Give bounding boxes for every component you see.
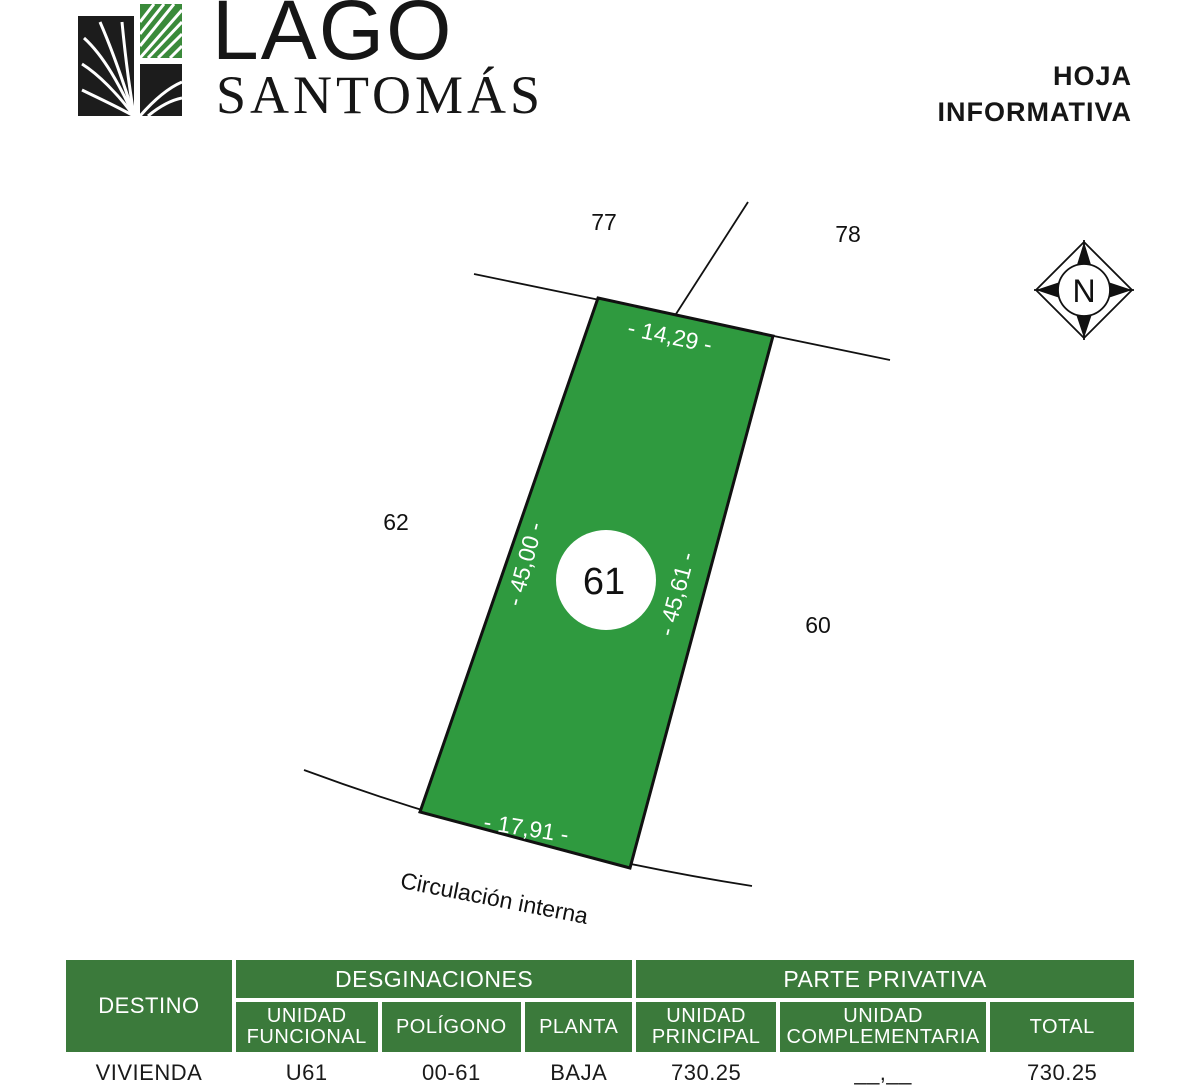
lot-plan: - 14,29 - - 45,00 - - 45,61 - - 17,91 - … bbox=[303, 201, 1134, 929]
header-unidad-funcional: UNIDAD FUNCIONAL bbox=[235, 1002, 378, 1052]
cell-planta: BAJA bbox=[550, 1060, 608, 1085]
header-destino: DESTINO bbox=[66, 960, 232, 1052]
header-unidad-complementaria: UNIDAD COMPLEMENTARIA bbox=[779, 1002, 987, 1052]
document-title-line2: INFORMATIVA bbox=[937, 97, 1132, 127]
header-parte-privativa: PARTE PRIVATIVA bbox=[636, 960, 1134, 998]
north-compass-icon: N bbox=[1034, 240, 1134, 340]
neighbor-divider-line bbox=[675, 201, 749, 315]
header-unidad-principal-l2: PRINCIPAL bbox=[651, 1026, 761, 1048]
brand-logo-icon bbox=[78, 4, 182, 116]
table-row: VIVIENDA U61 00-61 BAJA 730.25 __,__ 730… bbox=[66, 1056, 1134, 1088]
brand-name-santomas: SANTOMÁS bbox=[216, 65, 545, 125]
cell-unidad-principal: 730.25 bbox=[670, 1060, 742, 1085]
cell-poligono: 00-61 bbox=[421, 1060, 481, 1085]
lot-info-table: DESTINO DESGINACIONES PARTE PRIVATIVA UN… bbox=[66, 956, 1134, 1092]
lot-number: 61 bbox=[583, 561, 625, 603]
neighbor-lot-78: 78 bbox=[835, 221, 861, 247]
neighbor-lot-62: 62 bbox=[383, 509, 409, 535]
document-title: HOJA INFORMATIVA bbox=[938, 58, 1132, 130]
cell-unidad-funcional: U61 bbox=[285, 1060, 328, 1085]
neighbor-lot-60: 60 bbox=[805, 612, 831, 638]
header-designaciones: DESGINACIONES bbox=[235, 960, 633, 998]
header-poligono: POLÍGONO bbox=[381, 1002, 522, 1052]
header-unidad-principal: UNIDAD PRINCIPAL bbox=[636, 1002, 776, 1052]
cell-destino: VIVIENDA bbox=[95, 1060, 203, 1085]
header-unidad-funcional-l2: FUNCIONAL bbox=[246, 1026, 367, 1048]
document-title-line1: HOJA bbox=[1052, 61, 1132, 91]
header-unidad-complementaria-l2: COMPLEMENTARIA bbox=[786, 1026, 980, 1048]
header-total: TOTAL bbox=[990, 1002, 1134, 1052]
compass-north-label: N bbox=[1072, 273, 1095, 309]
cell-unidad-complementaria: __,__ bbox=[854, 1060, 912, 1085]
header-unidad-funcional-l1: UNIDAD bbox=[266, 1005, 347, 1027]
brand-name-lago: LAGO bbox=[212, 0, 454, 77]
neighbor-lot-77: 77 bbox=[591, 209, 617, 235]
lot-number-badge bbox=[556, 530, 656, 630]
cell-total: 730.25 bbox=[1027, 1060, 1098, 1085]
header-planta: PLANTA bbox=[525, 1002, 633, 1052]
road-label: Circulación interna bbox=[398, 867, 590, 929]
header-unidad-principal-l1: UNIDAD bbox=[666, 1005, 746, 1027]
header-unidad-complementaria-l1: UNIDAD bbox=[843, 1005, 923, 1027]
